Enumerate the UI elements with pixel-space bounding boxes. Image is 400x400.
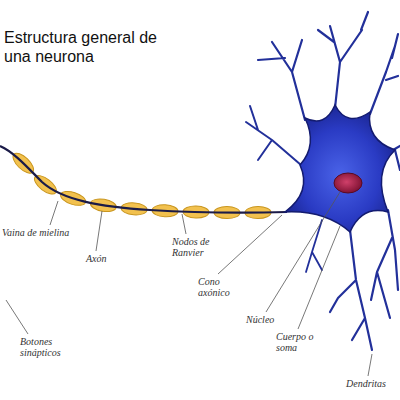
part-label: Nodos de Ranvier xyxy=(172,236,220,258)
part-label: Dendritas xyxy=(346,378,386,389)
dendrite xyxy=(370,34,398,114)
leader-line xyxy=(50,201,58,225)
leader-line xyxy=(368,354,372,376)
leader-line xyxy=(266,192,340,312)
axon xyxy=(0,146,287,213)
dendrite xyxy=(330,230,372,350)
dendrite xyxy=(258,40,305,120)
dendrites xyxy=(246,12,400,350)
leader-line xyxy=(298,226,340,329)
leader-line xyxy=(218,215,282,274)
part-label: Axón xyxy=(86,253,107,264)
part-label: Botones sinápticos xyxy=(20,336,76,358)
leader-line xyxy=(96,211,102,251)
nucleus xyxy=(334,173,362,193)
dendrite xyxy=(306,220,322,272)
leader-line xyxy=(182,214,186,234)
dendrite xyxy=(371,210,398,318)
part-label: Cono axónico xyxy=(198,276,242,298)
part-label: Vaina de mielina xyxy=(2,227,69,238)
leader-lines xyxy=(6,192,372,376)
part-label: Núcleo xyxy=(246,314,274,325)
dendrite xyxy=(246,106,301,165)
leader-line xyxy=(6,300,28,334)
dendrite xyxy=(318,12,368,108)
neuron-soma xyxy=(285,105,395,232)
diagram-title: Estructura general de una neurona xyxy=(4,28,182,66)
part-label: Cuerpo o soma xyxy=(276,331,322,353)
